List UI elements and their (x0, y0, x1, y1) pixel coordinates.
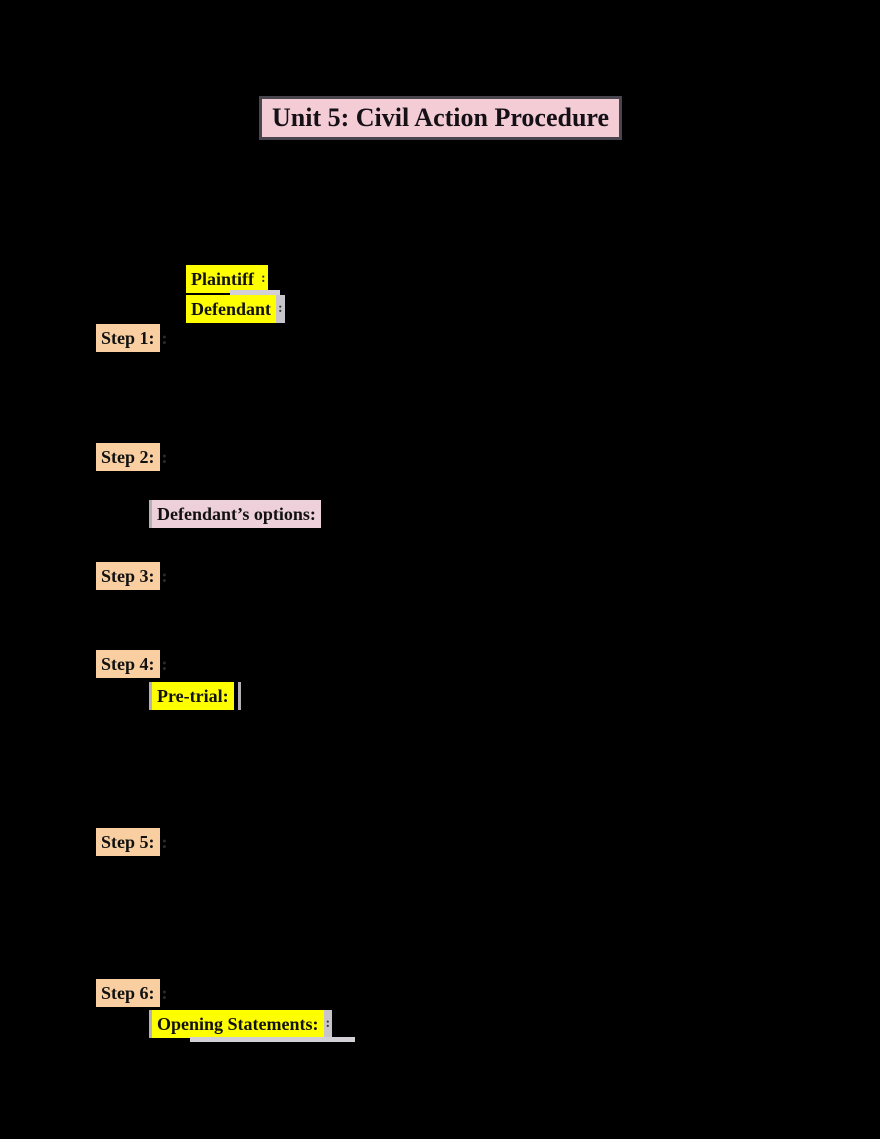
step-3-label: Step 3: (96, 562, 160, 590)
step-1-line: Step 1: : (96, 324, 168, 352)
step-6-hidden-colon: : (161, 983, 168, 1003)
selection-artifact-strip (230, 290, 280, 296)
plaintiff-term: Plaintiff (186, 265, 259, 293)
step-2-hidden-colon: : (161, 447, 168, 467)
step-5-hidden-colon: : (161, 832, 168, 852)
opening-statements-heading: Opening Statements: (152, 1010, 324, 1038)
pretrial-heading: Pre-trial: (152, 682, 234, 710)
step-5-label: Step 5: (96, 828, 160, 856)
defendant-colon-fragment: : (276, 295, 285, 323)
step-6-line: Step 6: : (96, 979, 168, 1007)
defendants-options-heading: Defendant’s options: (152, 500, 321, 528)
step-5-line: Step 5: : (96, 828, 168, 856)
step-1-hidden-colon: : (161, 328, 168, 348)
plaintiff-line: Plaintiff: (186, 265, 268, 293)
page-title: Unit 5: Civil Action Procedure (262, 99, 620, 137)
step-2-label: Step 2: (96, 443, 160, 471)
step-1-label: Step 1: (96, 324, 160, 352)
selection-artifact-sliver (237, 682, 241, 710)
selection-artifact-strip (190, 1037, 355, 1042)
step-4-line: Step 4: : (96, 650, 168, 678)
opening-colon-fragment: : (323, 1010, 333, 1038)
pretrial-line: Pre-trial: (149, 682, 241, 710)
defendant-term: Defendant (186, 295, 276, 323)
step-4-hidden-colon: : (161, 654, 168, 674)
plaintiff-colon-fragment: : (259, 265, 268, 293)
selection-artifact-sliver (149, 682, 152, 710)
opening-statements-line: Opening Statements: : (149, 1010, 333, 1038)
step-6-label: Step 6: (96, 979, 160, 1007)
defendants-options-line: Defendant’s options: (149, 500, 321, 528)
step-4-label: Step 4: (96, 650, 160, 678)
selection-artifact-sliver (149, 500, 152, 528)
step-2-line: Step 2: : (96, 443, 168, 471)
defendant-line: Defendant: (186, 295, 285, 323)
selection-artifact-sliver (149, 1010, 152, 1038)
step-3-hidden-colon: : (161, 566, 168, 586)
step-3-line: Step 3: : (96, 562, 168, 590)
